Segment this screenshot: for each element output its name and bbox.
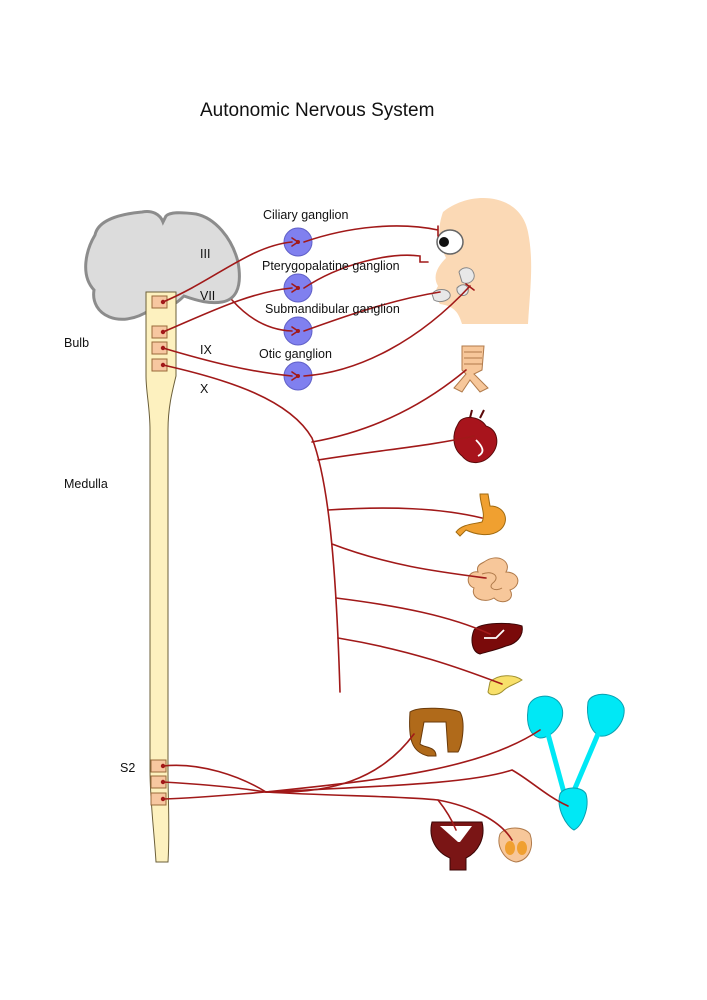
nerve-ix-label: IX (200, 343, 212, 357)
salivary-gland-icon (431, 289, 451, 303)
testes-icon (498, 827, 532, 863)
pterygopalatine-ganglion (283, 273, 313, 303)
pterygopalatine-ganglion-label: Pterygopalatine ganglion (262, 259, 400, 273)
brain (84, 210, 241, 321)
bulb-label: Bulb (64, 336, 89, 350)
nerve-iii-label: III (200, 247, 210, 261)
kidneys-bladder-icon (527, 693, 625, 831)
cranial-nerve-paths (160, 225, 475, 377)
liver-icon (471, 622, 523, 655)
submandibular-ganglion (283, 316, 313, 346)
spinal-cord (145, 291, 177, 863)
sacral-nerve-paths (160, 729, 569, 841)
head (431, 198, 532, 324)
vagus-nerve-paths (162, 364, 503, 693)
parotid-gland-icon (456, 284, 469, 296)
stomach-icon (455, 493, 506, 537)
small-intestine-icon (467, 557, 519, 603)
colon-icon (409, 707, 464, 757)
bulb-nuclei (151, 295, 168, 372)
nerve-vii-label: VII (200, 289, 215, 303)
nerve-x-label: X (200, 382, 209, 396)
otic-ganglion-label: Otic ganglion (259, 347, 332, 361)
s2-label: S2 (120, 761, 135, 775)
nasal-gland-icon (458, 267, 475, 284)
pancreas-icon (487, 675, 523, 696)
eye-icon (436, 229, 464, 255)
page-title: Autonomic Nervous System (200, 100, 434, 121)
uterus-icon (430, 821, 484, 871)
trachea-bronchi-icon (453, 345, 489, 393)
ciliary-ganglion (283, 227, 313, 257)
ciliary-ganglion-label: Ciliary ganglion (263, 208, 349, 222)
medulla-label: Medulla (64, 477, 108, 491)
heart-icon (453, 409, 498, 463)
submandibular-ganglion-label: Submandibular ganglion (265, 302, 400, 316)
